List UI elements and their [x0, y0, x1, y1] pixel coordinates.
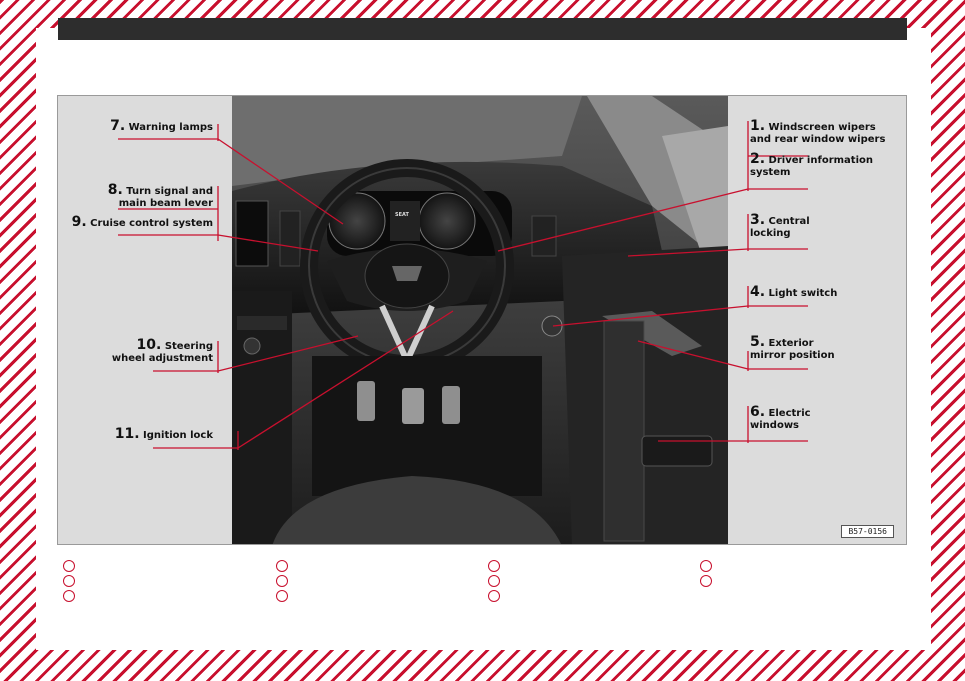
callout-text-2: wheel adjustment — [112, 353, 213, 364]
callout-turn-signal: 8. Turn signal and main beam lever — [88, 184, 213, 210]
callout-text: Cruise control system — [90, 218, 213, 229]
page-header-bar — [58, 18, 907, 40]
callout-text: Central — [769, 216, 810, 227]
callout-wipers: 1. Windscreen wipers and rear window wip… — [750, 120, 900, 146]
callout-text: Driver information — [769, 155, 873, 166]
callout-warning-lamps: 7. Warning lamps — [108, 120, 213, 134]
callout-mirror-position: 5. Exterior mirror position — [750, 336, 900, 362]
callout-text: Steering — [165, 341, 213, 352]
figure-code: B57-0156 — [841, 525, 894, 538]
callout-number: 7. — [110, 118, 125, 134]
callout-text-2: locking — [750, 228, 791, 239]
marker-circle — [276, 590, 288, 602]
callout-text-2: windows — [750, 420, 799, 431]
callout-text-2: system — [750, 167, 790, 178]
callout-number: 1. — [750, 118, 765, 134]
cockpit-photo — [232, 96, 728, 545]
marker-circle — [488, 575, 500, 587]
callout-number: 5. — [750, 334, 765, 350]
dashboard-figure: 7. Warning lamps 8. Turn signal and main… — [57, 95, 907, 545]
callout-text: Exterior — [769, 338, 814, 349]
callout-number: 8. — [108, 182, 123, 198]
callout-number: 2. — [750, 151, 765, 167]
callout-text-2: and rear window wipers — [750, 134, 885, 145]
marker-circle — [276, 575, 288, 587]
marker-circle — [63, 560, 75, 572]
callout-steering-adjust: 10. Steering wheel adjustment — [98, 339, 213, 365]
callout-text: Turn signal and — [126, 186, 213, 197]
marker-circle — [700, 560, 712, 572]
callout-number: 11. — [115, 426, 140, 442]
callout-number: 3. — [750, 212, 765, 228]
callout-driver-info: 2. Driver information system — [750, 153, 900, 179]
marker-circle — [488, 560, 500, 572]
callout-text: Ignition lock — [143, 430, 213, 441]
callout-number: 10. — [137, 337, 162, 353]
marker-circle — [276, 560, 288, 572]
cluster-badge: SEAT — [395, 212, 409, 218]
callout-text: Warning lamps — [129, 122, 213, 133]
callout-text-2: main beam lever — [119, 198, 213, 209]
callout-text: Windscreen wipers — [769, 122, 876, 133]
callout-light-switch: 4. Light switch — [750, 286, 900, 300]
callout-text: Light switch — [769, 288, 838, 299]
marker-circle — [63, 590, 75, 602]
marker-circle — [63, 575, 75, 587]
callout-cruise-control: 9. Cruise control system — [68, 216, 213, 230]
callout-number: 4. — [750, 284, 765, 300]
callout-number: 6. — [750, 404, 765, 420]
callout-text: Electric — [769, 408, 811, 419]
callout-ignition-lock: 11. Ignition lock — [98, 428, 213, 442]
callout-electric-windows: 6. Electric windows — [750, 406, 900, 432]
callout-central-locking: 3. Central locking — [750, 214, 900, 240]
callout-number: 9. — [72, 214, 87, 230]
marker-circle — [488, 590, 500, 602]
marker-circle — [700, 575, 712, 587]
callout-text-2: mirror position — [750, 350, 835, 361]
